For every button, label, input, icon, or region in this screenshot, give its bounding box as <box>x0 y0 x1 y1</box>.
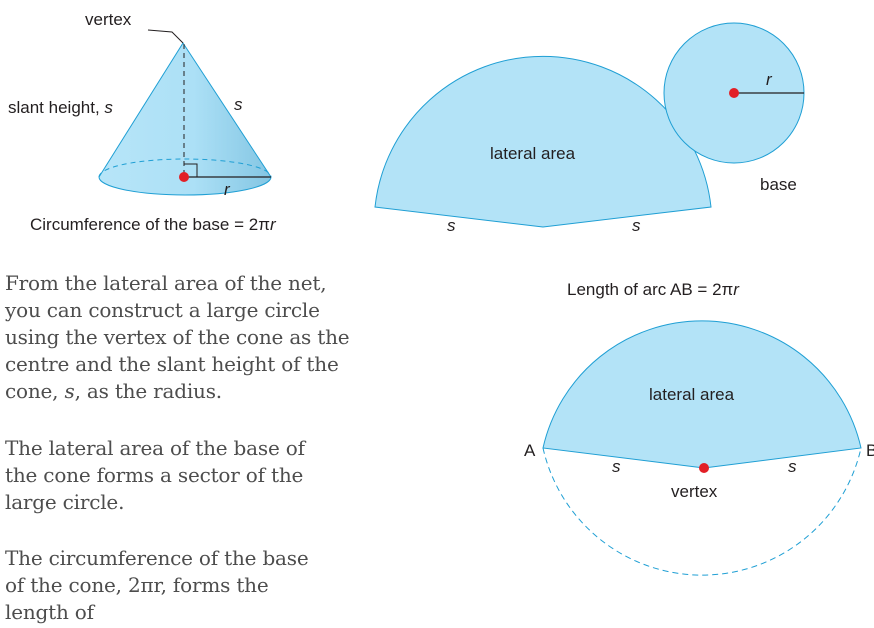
large-circle-lateral-label: lateral area <box>649 385 735 404</box>
net-base-centre-point <box>729 88 739 98</box>
net-base-radius-label: r <box>766 70 773 89</box>
net-diagram: lateral area s s r base <box>374 22 805 235</box>
large-circle-dashed-arc <box>542 447 862 576</box>
net-lateral-label: lateral area <box>490 144 576 163</box>
point-b-label: B <box>866 441 874 460</box>
arc-length-label: Length of arc AB = 2πr <box>567 280 740 299</box>
paragraph-1: From the lateral area of the net, you ca… <box>5 271 350 403</box>
cone-base-hidden-edge <box>98 158 272 178</box>
paragraph-2: The lateral area of the base of the cone… <box>5 436 305 514</box>
circumference-label: Circumference of the base = 2πr <box>30 215 277 234</box>
cone-vertex-label: vertex <box>85 10 132 29</box>
large-circle-sector <box>542 320 862 469</box>
large-circle-vertex-label: vertex <box>671 482 718 501</box>
slant-height-label: slant height, s <box>8 98 113 117</box>
net-base-label: base <box>760 175 797 194</box>
cone-side-label: s <box>234 95 243 114</box>
large-circle-vertex-point <box>699 463 709 473</box>
net-left-side-label: s <box>447 216 456 235</box>
point-a-label: A <box>524 441 536 460</box>
net-lateral-sector <box>374 55 712 228</box>
cone-diagram: vertex slant height, s s r Circumference… <box>8 10 277 234</box>
net-right-side-label: s <box>632 216 641 235</box>
large-circle-left-side-label: s <box>612 457 621 476</box>
paragraph-3: The circumference of the base of the con… <box>5 546 309 624</box>
right-angle-mark <box>184 163 198 177</box>
vertex-leader-line <box>147 29 184 44</box>
cone-centre-point <box>179 172 189 182</box>
cone-body <box>98 42 272 196</box>
cone-radius-label: r <box>224 180 231 199</box>
large-circle-diagram: Length of arc AB = 2πr lateral area A B … <box>524 280 874 576</box>
large-circle-right-side-label: s <box>788 457 797 476</box>
